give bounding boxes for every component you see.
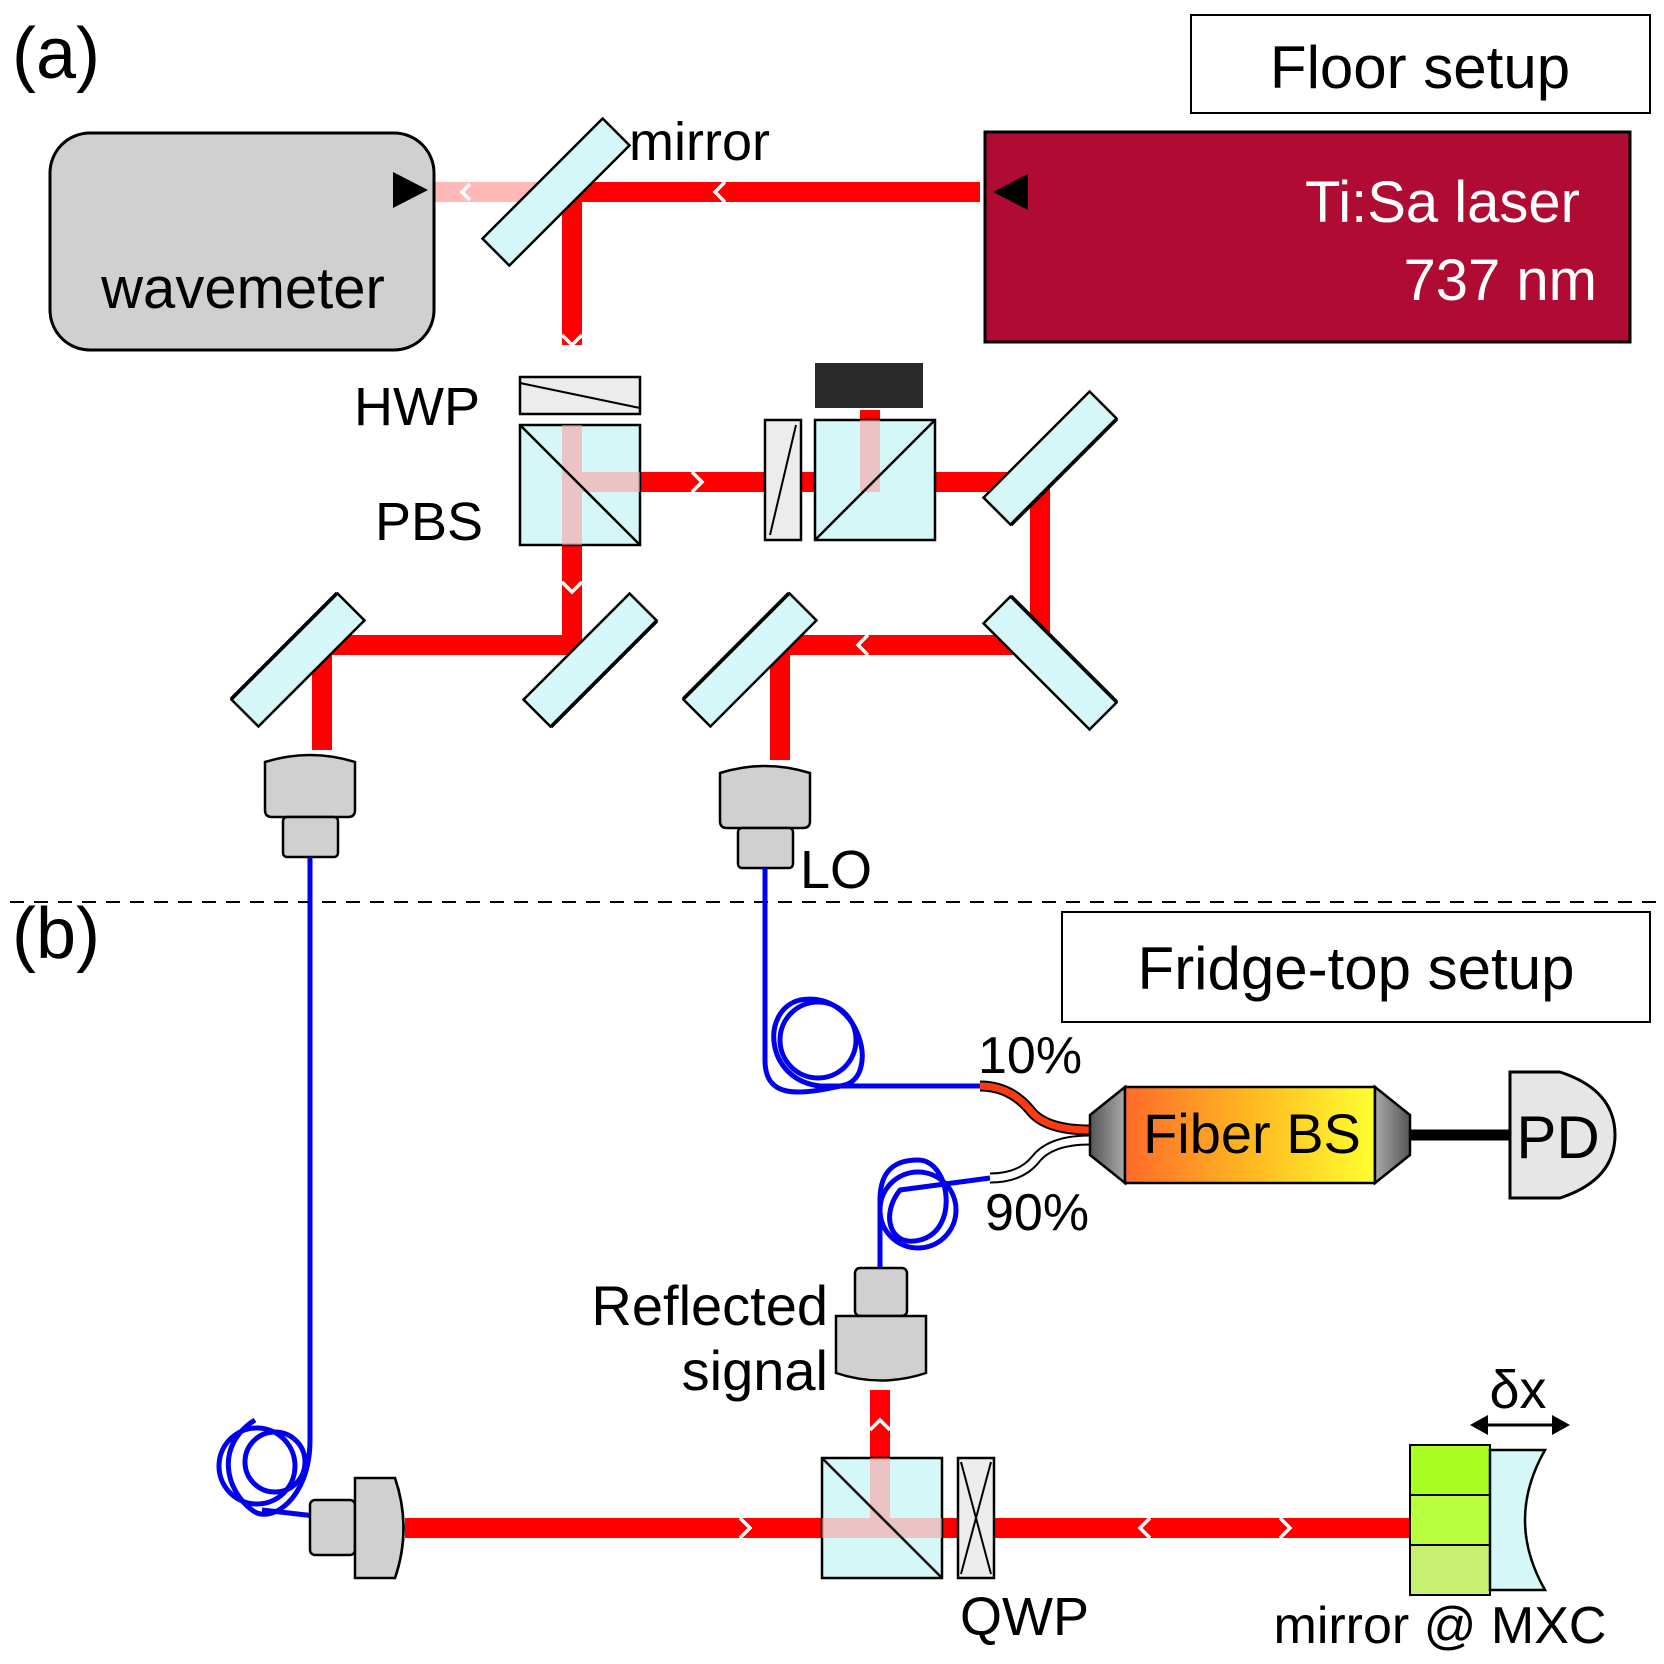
fiber-pigtail-10-core <box>979 1082 1091 1134</box>
wavemeter-label: wavemeter <box>100 256 385 321</box>
laser-beam-main <box>562 182 980 345</box>
lo-fiber-loop <box>777 999 859 1081</box>
reflected-signal-label-line2: signal <box>682 1339 828 1402</box>
fridge-pbs-beam-overlay <box>822 1518 942 1538</box>
split-10-label: 10% <box>978 1027 1082 1085</box>
laser-wavelength: 737 nm <box>1404 248 1597 313</box>
mirror-mxc-label: mirror @ MXC <box>1274 1597 1607 1655</box>
fridge-top-setup-box <box>1061 911 1651 1023</box>
fridge-fiber-coupler <box>308 1476 405 1580</box>
pd-label: PD <box>1516 1104 1599 1171</box>
reflected-signal-fiber <box>877 1157 991 1268</box>
mirror-left-inner <box>521 591 659 729</box>
beam-dump <box>815 363 923 408</box>
photodiode <box>1508 1070 1617 1200</box>
delta-x-arrowhead-left <box>1470 1415 1488 1435</box>
mxc-stage-block <box>1409 1494 1491 1546</box>
delta-x-arrowhead-right <box>1552 1415 1570 1435</box>
fiber-pigtail-10 <box>979 1080 1091 1136</box>
fiber-pigtail-90-core <box>989 1136 1091 1182</box>
fridge-pbs-beam-overlay <box>870 1458 890 1518</box>
mxc-stage-block <box>1409 1444 1491 1496</box>
fridge-top-setup-title: Fridge-top setup <box>1138 935 1575 1002</box>
mirror-lo <box>681 591 819 729</box>
beam-direction-arrow <box>868 1417 892 1432</box>
mirror-top <box>480 116 632 268</box>
fiber-bs-output-cone <box>1373 1084 1412 1186</box>
mirror-right-upper <box>981 389 1119 527</box>
isolator-pbs-beam-overlay <box>860 420 880 492</box>
panel-a-tag: (a) <box>12 14 100 94</box>
beam-direction-arrow <box>1137 1516 1152 1540</box>
wavemeter <box>48 131 436 352</box>
mxc-stage-block <box>1409 1544 1491 1596</box>
signal-fiber-coupler <box>263 753 357 859</box>
qwp-label: QWP <box>960 1587 1089 1647</box>
mirror-left-outer <box>229 591 367 729</box>
floor-setup-title: Floor setup <box>1270 34 1570 101</box>
isolator-pbs-diagonal <box>814 419 936 541</box>
beam-direction-arrow <box>855 633 870 657</box>
fiber-bs-input-cone <box>1088 1084 1127 1186</box>
waveplate-isolator <box>763 418 803 542</box>
floor-setup-box <box>1190 14 1651 114</box>
laser-name: Ti:Sa laser <box>1305 170 1580 235</box>
qwp-axis-line <box>960 1461 992 1575</box>
delta-x-label: δx <box>1489 1360 1546 1420</box>
beam-direction-arrow <box>560 580 584 595</box>
hwp-axis-line <box>519 382 641 409</box>
waveplate-isolator-axis <box>769 424 797 536</box>
panel-b-tag: (b) <box>12 894 100 974</box>
lo-fiber-coupler <box>718 764 812 870</box>
reflected-signal-label-line1: Reflected <box>591 1274 828 1337</box>
beam-direction-arrow <box>560 333 584 348</box>
lo-label: LO <box>800 840 872 900</box>
reflected-signal-coupler <box>834 1266 928 1382</box>
ti-sa-laser <box>983 130 1632 344</box>
signal-fiber-loop <box>242 1429 308 1495</box>
reflected-fiber-loop <box>877 1169 959 1251</box>
laser-output-port-icon <box>993 174 1028 210</box>
mxc-curved-mirror <box>1488 1448 1548 1592</box>
fiber-bs-label: Fiber BS <box>1143 1102 1361 1165</box>
pbs-diagonal <box>519 424 641 546</box>
beam-direction-arrow <box>690 470 705 494</box>
beam-direction-arrow <box>1278 1516 1293 1540</box>
beam-direction-arrow <box>738 1516 753 1540</box>
beam-direction-arrow <box>712 180 727 204</box>
split-90-label: 90% <box>985 1184 1089 1242</box>
wavemeter-input-port-icon <box>393 172 428 208</box>
hwp-label: HWP <box>354 377 480 437</box>
pbs-label: PBS <box>375 492 483 552</box>
pbs-beam-overlay <box>562 425 582 545</box>
mirror-top-label: mirror <box>629 112 770 172</box>
pbs-beam-overlay <box>582 472 640 492</box>
fridge-pbs-diagonal <box>821 1457 943 1579</box>
signal-fiber-loop <box>216 1425 298 1507</box>
fiber-beam-splitter <box>1123 1085 1377 1185</box>
signal-fiber <box>225 857 334 1521</box>
mirror-right-lower <box>981 594 1119 732</box>
beam-direction-arrow <box>459 182 472 202</box>
